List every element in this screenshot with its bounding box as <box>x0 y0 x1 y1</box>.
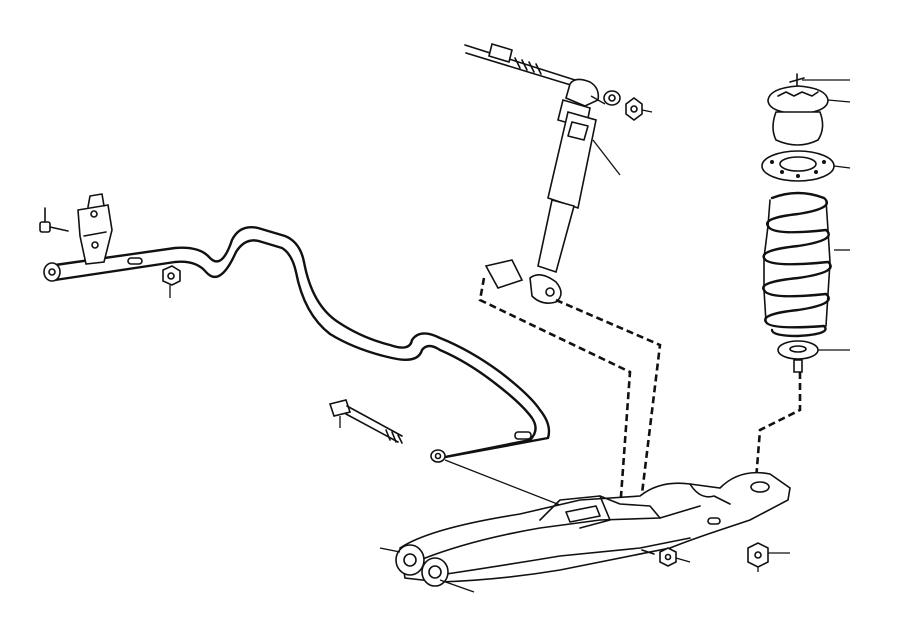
shock-washer <box>603 90 621 106</box>
spring-upper-mount <box>767 73 851 146</box>
bracket-screw <box>39 207 69 233</box>
spring-nut <box>747 542 790 572</box>
spring-lower-insulator <box>777 340 850 373</box>
arm-nut <box>641 547 691 567</box>
arm-bushing <box>379 544 475 593</box>
stabilizer-bracket <box>77 193 113 265</box>
spring-seat <box>761 150 851 182</box>
shock-upper-stud <box>590 95 606 105</box>
shock-absorber <box>464 42 621 304</box>
shock-nut <box>625 97 653 121</box>
stabilizer-bar <box>43 226 551 463</box>
coil-spring <box>762 191 850 338</box>
alignment-lines <box>444 277 802 511</box>
bracket-nut <box>162 265 181 298</box>
link-bolt <box>328 399 403 444</box>
lower-control-arm <box>399 471 791 583</box>
